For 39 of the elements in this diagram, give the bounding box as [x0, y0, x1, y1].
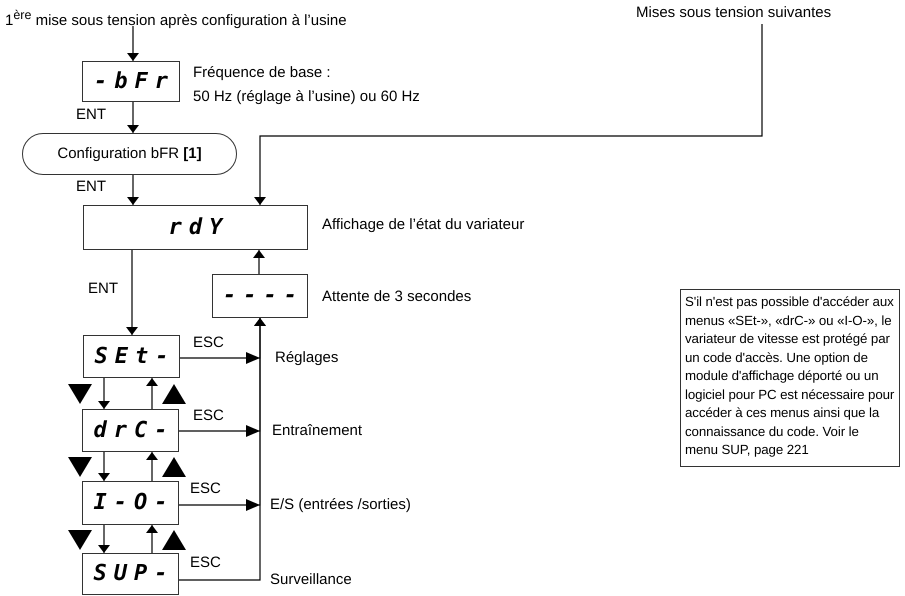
- arrow: [179, 318, 266, 581]
- display-box: [83, 335, 180, 378]
- description-text: 50 Hz (réglage à l’usine) ou 60 Hz: [193, 88, 420, 106]
- display-readout: SUP-: [92, 565, 174, 583]
- display-readout: I-O-: [92, 494, 174, 512]
- display-box: [83, 205, 308, 250]
- arrow: [146, 452, 158, 481]
- display-box: [82, 409, 179, 452]
- arrow: [98, 378, 110, 409]
- display-readout: SEt-: [94, 348, 176, 366]
- arrow: [254, 24, 763, 205]
- menu-label: Entraînement: [272, 422, 362, 440]
- display-readout: drC-: [92, 422, 174, 440]
- display-box: [82, 61, 180, 102]
- description-text: Affichage de l’état du variateur: [322, 216, 524, 234]
- arrow: [127, 175, 139, 205]
- arrow: [146, 378, 158, 409]
- menu-label: Surveillance: [270, 571, 352, 589]
- arrow: [126, 250, 138, 335]
- display-readout: ----: [222, 287, 304, 305]
- display-box: [82, 553, 179, 595]
- display-readout: rdY: [168, 218, 230, 236]
- caption-text: 1$^{ère}$ mise sous tension après configuration à l’usine: [5, 6, 365, 26]
- arrow: [146, 525, 158, 553]
- display-box: [82, 481, 179, 525]
- menu-label: E/S (entrées /sorties): [270, 496, 411, 514]
- description-text: Attente de 3 secondes: [322, 288, 472, 306]
- process-pill: Configuration bFR [1]: [22, 133, 237, 175]
- arrow: [253, 250, 265, 274]
- caption-text: Mises sous tension suivantes: [636, 4, 881, 24]
- display-box: [212, 274, 308, 318]
- arrow: [98, 525, 110, 553]
- description-text: Fréquence de base :: [193, 64, 331, 82]
- note-box: S'il n'est pas possible d'accéder aux menus «SEt-», «drC-» ou «I-O-», le variateur de vitesse est protégé par un code d'accès. Une option de module d'affichage déporté ou un logiciel pour PC est nécessaire pour accéder à ces menus ainsi que la connaissance du code. Voir le menu SUP, page 221: [680, 289, 900, 467]
- arrow: [127, 102, 139, 133]
- display-readout: -bFr: [93, 72, 175, 90]
- menu-label: Réglages: [275, 349, 338, 367]
- arrow: [127, 26, 139, 61]
- arrow: [98, 452, 110, 481]
